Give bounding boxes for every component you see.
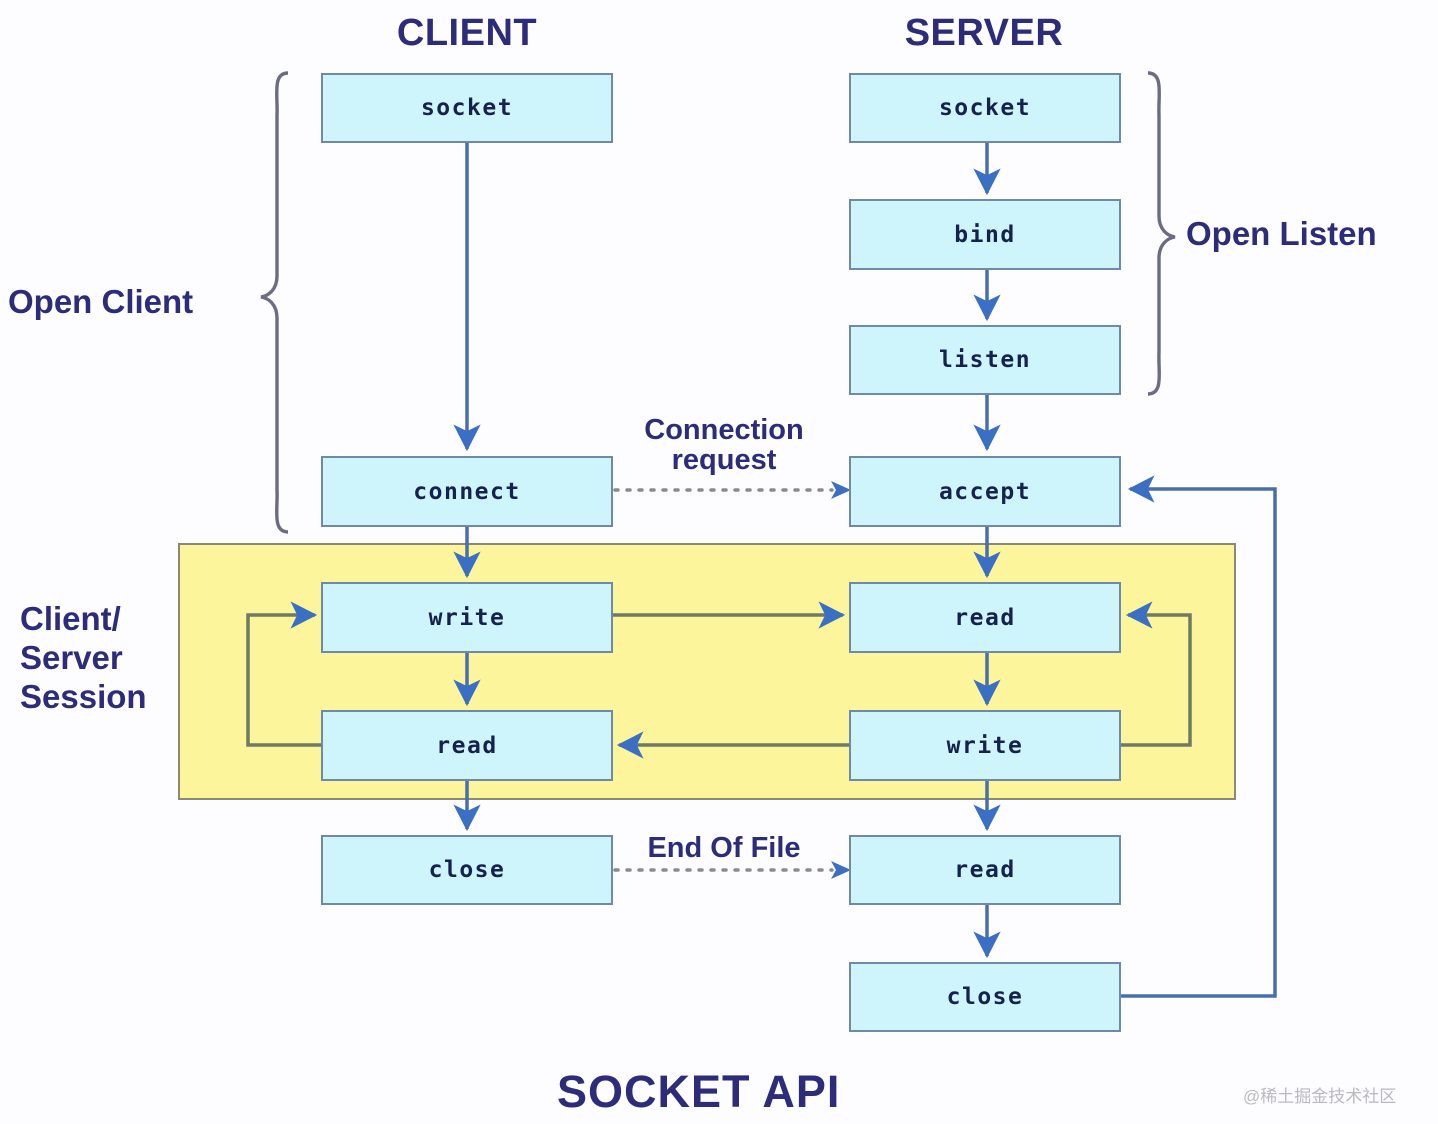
node-server-listen[interactable]: listen	[849, 325, 1121, 395]
node-server-bind[interactable]: bind	[849, 199, 1121, 270]
label-connection-request: Connection request	[644, 414, 804, 477]
node-client-connect[interactable]: connect	[321, 456, 613, 527]
watermark: @稀土掘金技术社区	[1243, 1087, 1397, 1106]
node-client-write[interactable]: write	[321, 582, 613, 653]
node-client-socket[interactable]: socket	[321, 73, 613, 143]
brace-open-client	[260, 71, 289, 534]
label-end-of-file: End Of File	[647, 832, 801, 864]
brace-open-listen	[1147, 71, 1176, 396]
node-server-read[interactable]: read	[849, 582, 1121, 653]
diagram-title: SOCKET API	[557, 1066, 841, 1117]
label-client-server-session: Client/ Server Session	[20, 600, 147, 715]
node-server-socket[interactable]: socket	[849, 73, 1121, 143]
column-title-client: CLIENT	[396, 12, 538, 54]
node-server-read-eof[interactable]: read	[849, 835, 1121, 905]
label-open-client: Open Client	[8, 283, 194, 320]
node-client-close[interactable]: close	[321, 835, 613, 905]
node-server-close[interactable]: close	[849, 962, 1121, 1032]
label-open-listen: Open Listen	[1186, 215, 1377, 252]
node-client-read[interactable]: read	[321, 710, 613, 781]
node-server-accept[interactable]: accept	[849, 456, 1121, 527]
column-title-server: SERVER	[904, 12, 1064, 54]
node-server-write[interactable]: write	[849, 710, 1121, 781]
